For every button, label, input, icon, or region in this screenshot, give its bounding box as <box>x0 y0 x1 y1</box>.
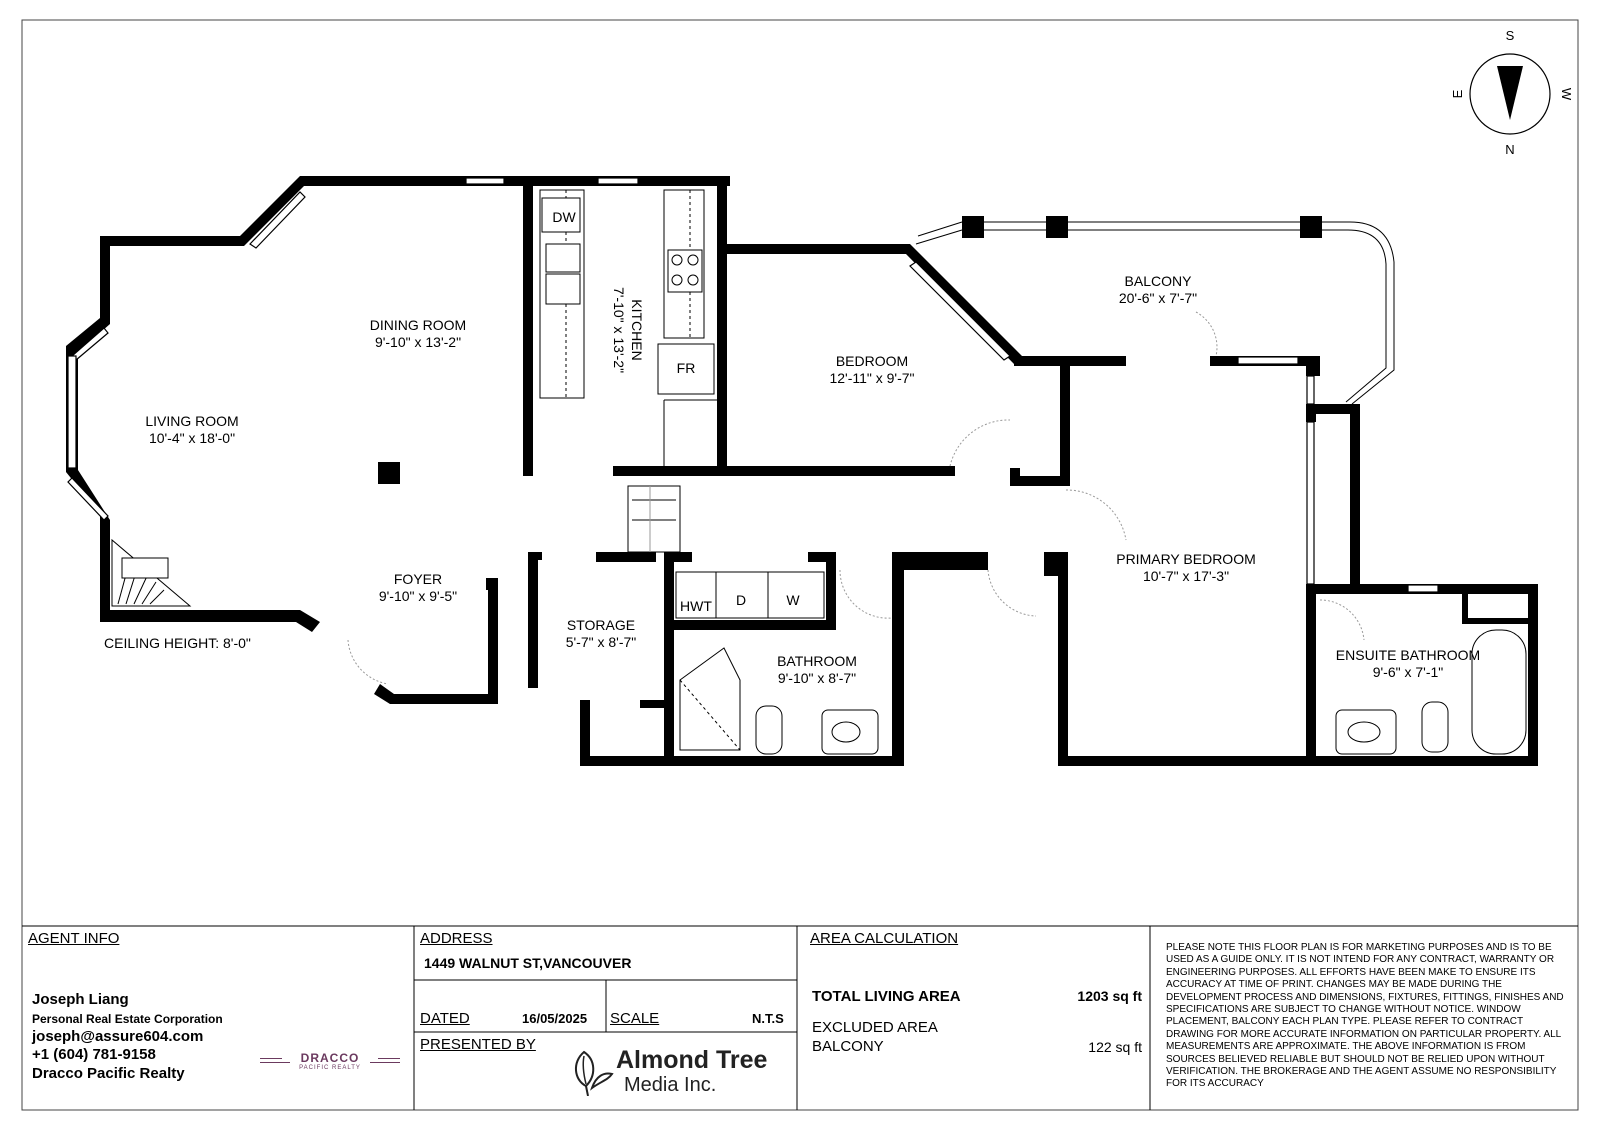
storage-dims: 5'-7" x 8'-7" <box>566 634 637 650</box>
compass-arrow-icon <box>1497 66 1523 120</box>
bedroom-dims: 12'-11" x 9'-7" <box>829 370 914 386</box>
agent-phone[interactable]: +1 (604) 781-9158 <box>32 1046 156 1063</box>
ensuite-bathroom-name: ENSUITE BATHROOM <box>1336 647 1480 663</box>
compass-top: S <box>1506 28 1515 43</box>
scale-label: SCALE <box>610 1010 660 1027</box>
address-header: ADDRESS <box>420 930 493 947</box>
living-room-dims: 10'-4" x 18'-0" <box>149 430 235 446</box>
dining-room-dims: 9'-10" x 13'-2" <box>375 334 461 350</box>
agent-info-header: AGENT INFO <box>28 930 120 947</box>
bathroom-fixtures <box>679 629 1527 755</box>
ceiling-height: CEILING HEIGHT: 8'-0" <box>104 635 251 651</box>
fixture-dryer: D <box>736 592 746 608</box>
dated-label: DATED <box>420 1010 470 1027</box>
balcony-area-value: 122 sq ft <box>1088 1039 1142 1055</box>
balcony-name: BALCONY <box>1125 273 1193 289</box>
primary-bedroom-name: PRIMARY BEDROOM <box>1116 551 1256 567</box>
balcony-dims: 20'-6" x 7'-7" <box>1119 290 1197 306</box>
foyer-name: FOYER <box>394 571 442 587</box>
fixture-washer: W <box>786 592 800 608</box>
storage-name: STORAGE <box>567 617 635 633</box>
sheet-border <box>21 19 1579 1111</box>
compass: S N E W <box>1450 28 1574 157</box>
fixture-hwt: HWT <box>680 598 712 614</box>
agent-brokerage: Dracco Pacific Realty <box>32 1065 185 1082</box>
area-header: AREA CALCULATION <box>810 930 959 947</box>
presenter-logo: Almond Tree Media Inc. <box>570 1046 800 1096</box>
presented-by-label: PRESENTED BY <box>420 1036 536 1053</box>
compass-bottom: N <box>1505 142 1514 157</box>
bedroom-name: BEDROOM <box>836 353 908 369</box>
kitchen-counters <box>539 189 717 466</box>
windows <box>67 177 1439 593</box>
almond-leaf-icon <box>575 1050 614 1096</box>
fixture-dw: DW <box>552 209 576 225</box>
excluded-area-label: EXCLUDED AREA <box>812 1019 938 1036</box>
kitchen-name: KITCHEN <box>629 299 645 360</box>
dated-value: 16/05/2025 <box>522 1011 588 1026</box>
balcony-outline <box>915 221 1395 405</box>
door-swings <box>347 311 1365 685</box>
brokerage-logo-sub: PACIFIC REALTY <box>299 1065 361 1071</box>
title-block-grid <box>22 925 1578 1110</box>
disclaimer-text: PLEASE NOTE THIS FLOOR PLAN IS FOR MARKE… <box>1166 942 1564 1090</box>
fixture-fr: FR <box>677 360 696 376</box>
balcony-area-label: BALCONY <box>812 1038 884 1055</box>
bathroom-dims: 9'-10" x 8'-7" <box>778 670 856 686</box>
laundry-fixtures <box>111 485 825 619</box>
bathroom-name: BATHROOM <box>777 653 857 669</box>
scale-value: N.T.S <box>752 1011 784 1026</box>
presenter-name-line1: Almond Tree <box>616 1046 768 1074</box>
living-room-name: LIVING ROOM <box>145 413 238 429</box>
foyer-dims: 9'-10" x 9'-5" <box>379 588 457 604</box>
dining-room-name: DINING ROOM <box>370 317 466 333</box>
room-labels: LIVING ROOM 10'-4" x 18'-0" DINING ROOM … <box>104 209 1480 686</box>
agent-corp: Personal Real Estate Corporation <box>32 1012 223 1026</box>
compass-right: W <box>1559 88 1574 101</box>
presenter-name-line2: Media Inc. <box>624 1074 717 1096</box>
brokerage-logo: DRACCO PACIFIC REALTY <box>260 1051 400 1071</box>
total-area-value: 1203 sq ft <box>1077 988 1142 1004</box>
brokerage-logo-main: DRACCO <box>300 1051 360 1065</box>
agent-email[interactable]: joseph@assure604.com <box>32 1028 204 1045</box>
agent-name: Joseph Liang <box>32 991 129 1008</box>
primary-bedroom-dims: 10'-7" x 17'-3" <box>1143 568 1229 584</box>
compass-left: E <box>1450 89 1465 98</box>
total-area-label: TOTAL LIVING AREA <box>812 988 961 1005</box>
kitchen-dims: 7'-10" x 13'-2" <box>611 287 627 373</box>
address-value: 1449 WALNUT ST,VANCOUVER <box>424 955 632 971</box>
ensuite-bathroom-dims: 9'-6" x 7'-1" <box>1373 664 1444 680</box>
